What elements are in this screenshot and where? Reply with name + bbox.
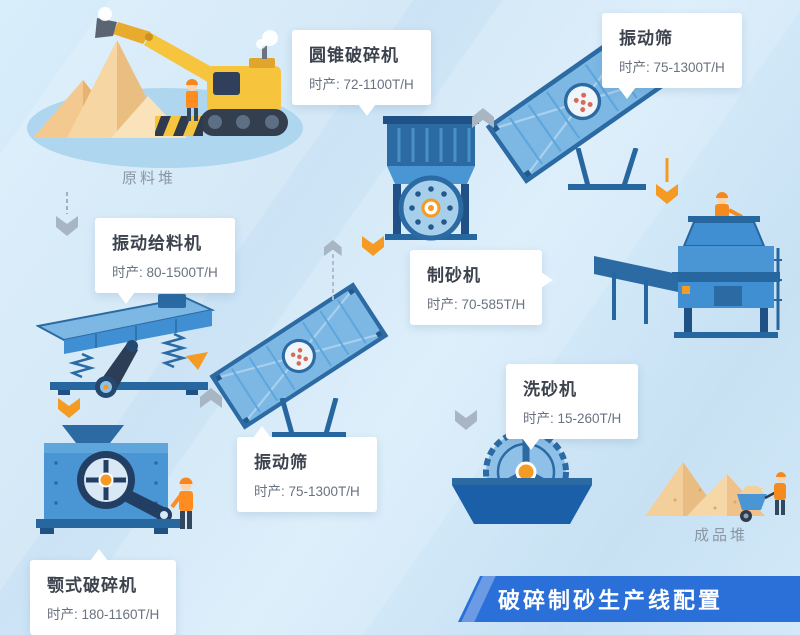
label-pointer bbox=[618, 87, 636, 99]
label-pointer bbox=[358, 104, 376, 116]
feeder-belt-drive bbox=[95, 340, 138, 398]
station-label-jaw-crusher: 颚式破碎机 时产: 180-1160T/H bbox=[30, 549, 177, 635]
station-capacity: 时产: 80-1500T/H bbox=[112, 265, 218, 280]
station-name: 振动筛 bbox=[619, 29, 673, 48]
sandmaker-legs bbox=[674, 308, 778, 338]
sand-maker-illustration bbox=[594, 192, 782, 338]
station-label-screen-mid: 振动筛 时产: 75-1300T/H bbox=[237, 426, 377, 512]
arrow-down-raw-to-feeder bbox=[56, 216, 78, 236]
station-name: 颚式破碎机 bbox=[47, 576, 137, 595]
label-pointer bbox=[117, 292, 135, 304]
sandmaker-body bbox=[672, 246, 782, 330]
cone-motor-housing bbox=[383, 116, 479, 166]
station-capacity: 时产: 15-260T/H bbox=[523, 411, 622, 426]
vibrating-screen-mid-illustration bbox=[209, 282, 389, 430]
screen-vibrator bbox=[563, 82, 602, 121]
screen-mid-stand bbox=[272, 398, 346, 438]
cone-wheel bbox=[398, 175, 464, 241]
arrow-up-screen-to-cone bbox=[324, 240, 342, 256]
worker bbox=[170, 477, 193, 529]
vibrating-feeder-illustration bbox=[36, 294, 216, 398]
station-label-sand-maker: 制砂机 时产: 70-585T/H bbox=[410, 250, 554, 325]
station-label-feeder: 振动给料机 时产: 80-1500T/H bbox=[95, 218, 235, 304]
station-capacity: 时产: 75-1300T/H bbox=[254, 484, 360, 499]
washer-basin bbox=[452, 478, 592, 524]
station-name: 洗砂机 bbox=[523, 380, 577, 399]
station-label-sand-washer: 洗砂机 时产: 15-260T/H bbox=[506, 364, 639, 450]
label-pointer bbox=[522, 438, 540, 450]
station-name: 制砂机 bbox=[427, 266, 481, 285]
station-capacity: 时产: 75-1300T/H bbox=[619, 60, 725, 75]
label-pointer bbox=[253, 426, 271, 438]
station-name: 振动筛 bbox=[254, 453, 308, 472]
cone-crusher-illustration bbox=[383, 116, 479, 241]
station-capacity: 时产: 72-1100T/H bbox=[309, 77, 414, 92]
station-capacity: 时产: 180-1160T/H bbox=[47, 607, 160, 622]
cone-mid-section bbox=[387, 166, 475, 184]
finished-pile-scene bbox=[645, 462, 786, 522]
title-banner: 破碎制砂生产线配置 bbox=[458, 576, 800, 622]
feeder-deck bbox=[36, 294, 216, 354]
jaw-base bbox=[36, 519, 180, 534]
sandmaker-feed-chute bbox=[594, 256, 678, 324]
feeder-base bbox=[50, 382, 208, 395]
screen-top-stand bbox=[568, 148, 646, 190]
jaw-crusher-illustration bbox=[36, 425, 193, 534]
raw-pile-label: 原料堆 bbox=[122, 170, 177, 187]
jaw-flywheel bbox=[77, 451, 172, 523]
screen-vibrator bbox=[281, 338, 316, 374]
raw-material-scene bbox=[27, 7, 303, 168]
label-pointer bbox=[90, 549, 108, 561]
station-label-screen-top: 振动筛 时产: 75-1300T/H bbox=[602, 13, 742, 99]
sand-piles bbox=[33, 40, 187, 138]
station-name: 振动给料机 bbox=[112, 234, 202, 253]
feeder-springs bbox=[68, 332, 188, 379]
station-name: 圆锥破碎机 bbox=[309, 46, 399, 65]
finished-pile-label: 成品堆 bbox=[694, 527, 749, 544]
page-title: 破碎制砂生产线配置 bbox=[498, 588, 724, 613]
feeder-chute bbox=[186, 352, 208, 370]
station-capacity: 时产: 70-585T/H bbox=[427, 297, 526, 312]
station-label-cone-crusher: 圆锥破碎机 时产: 72-1100T/H bbox=[292, 30, 431, 116]
worker bbox=[186, 79, 198, 121]
worker-with-cart bbox=[737, 472, 786, 522]
label-pointer bbox=[541, 272, 554, 288]
excavator bbox=[95, 7, 288, 136]
sandmaker-hopper bbox=[682, 216, 766, 247]
arrow-down-to-washer bbox=[455, 410, 477, 430]
